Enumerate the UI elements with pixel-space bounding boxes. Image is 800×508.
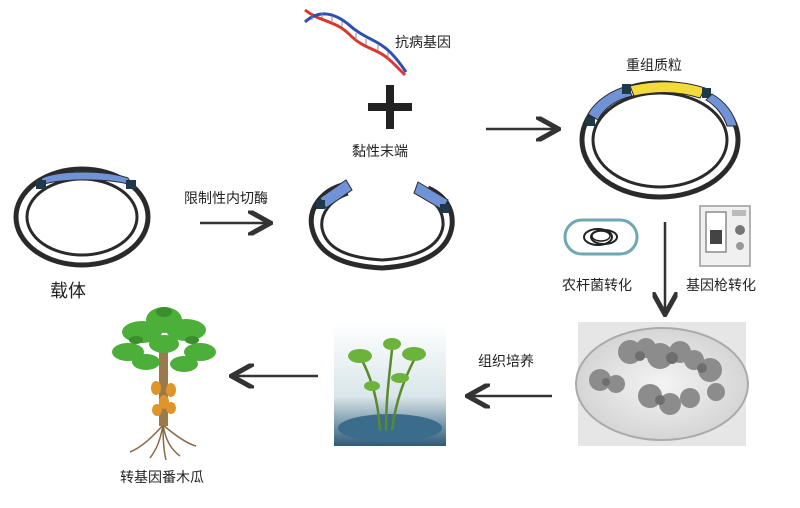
plus-icon [368,85,412,129]
vector-plasmid [13,166,151,268]
label-restriction-enzyme: 限制性内切酶 [184,191,268,207]
label-gene-gun: 基因枪转化 [686,278,756,294]
recombinant-plasmid [579,80,741,200]
tissue-culture-flask [334,322,446,446]
label-agrobacterium: 农杆菌转化 [562,278,632,294]
label-resistance-gene: 抗病基因 [395,35,451,51]
callus-dish [575,322,749,446]
label-transgenic-papaya: 转基因番木瓜 [120,470,204,486]
dna-helix-icon [303,8,408,77]
label-sticky-ends: 黏性末端 [352,144,408,160]
label-tissue-culture: 组织培养 [478,354,534,370]
agrobacterium-icon [563,218,639,256]
papaya-plant-icon [112,307,216,461]
label-recombinant-plasmid: 重组质粒 [626,58,682,74]
cut-plasmid [308,179,455,271]
label-vector: 载体 [50,281,86,302]
gene-gun-icon [699,205,751,267]
